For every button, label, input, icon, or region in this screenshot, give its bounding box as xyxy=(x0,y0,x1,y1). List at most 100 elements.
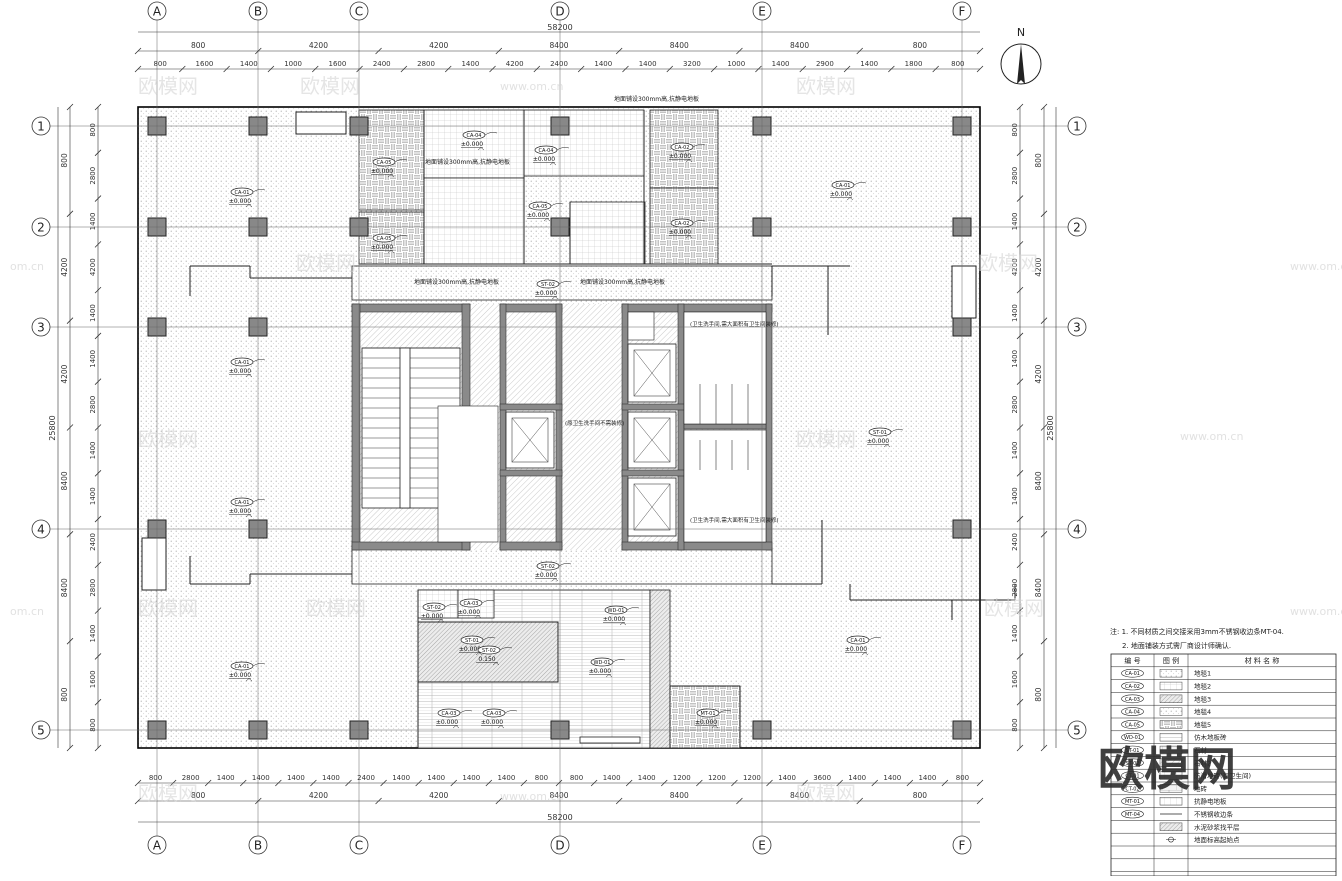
dim-top-major-tick-5 xyxy=(736,47,743,55)
dim-left-minor-tick-1 xyxy=(94,149,102,157)
dim-top-major-tick-7 xyxy=(976,47,984,55)
core-wall-14 xyxy=(499,469,563,477)
dim-left-major-tick-0 xyxy=(66,103,74,111)
dim-top-major-tick-4 xyxy=(615,47,623,55)
dim-right-major-label-2: 4200 xyxy=(1034,364,1043,383)
dim-bottom-minor-label-9: 1400 xyxy=(462,774,480,782)
room-tag-leader-14 xyxy=(890,429,904,433)
dim-right-minor-tick-4 xyxy=(1016,286,1024,294)
dim-bottom-minor-label-7: 1400 xyxy=(392,774,410,782)
room-tag-elev-20: ±0.000 xyxy=(421,613,443,620)
legend-frame xyxy=(1110,653,1337,877)
dim-right-minor-tick-3 xyxy=(1016,241,1024,248)
legend-code-oval-10 xyxy=(1121,796,1144,806)
grid-label-row-2-0: 2 xyxy=(37,221,45,235)
annotation-4: (原卫生洗手间不需装修) xyxy=(565,419,624,427)
legend-name-8: 防滑地砖(有卫生间) xyxy=(1194,771,1251,780)
watermark-cn-10: 欧模网 xyxy=(138,781,198,805)
grid-label-F-0: F xyxy=(959,5,966,19)
dim-bottom-minor-label-15: 1200 xyxy=(673,774,691,782)
dim-right-minor-tick-10 xyxy=(1016,561,1024,569)
room-tag-leader-20 xyxy=(444,604,458,608)
dim-top-minor-label-17: 1800 xyxy=(905,60,923,68)
dim-top-minor-label-5: 2400 xyxy=(373,60,391,68)
room-tag-marker-1 xyxy=(245,374,253,378)
legend-code-oval-9 xyxy=(1121,784,1144,793)
room-tag-elev-0: ±0.000 xyxy=(229,198,251,205)
room-tag-leader-12 xyxy=(692,220,706,224)
legend-header-0: 编 号 xyxy=(1124,656,1140,665)
room-tag-code-10: CA-05 xyxy=(533,204,548,210)
dim-left-major-tick-4 xyxy=(66,531,74,538)
legend-code-oval-7 xyxy=(1121,758,1144,768)
legend-code-oval-4 xyxy=(1121,720,1144,729)
watermark-cn-7: 欧模网 xyxy=(138,596,198,620)
annotation-0: 地面铺设300mm高,抗静电地板 xyxy=(425,158,510,166)
dim-bottom-minor-tick-16 xyxy=(696,779,703,787)
core-wall-0 xyxy=(351,303,471,313)
dim-top-minor-label-0: 800 xyxy=(153,60,166,68)
dim-right-major-tick-4 xyxy=(1040,531,1048,538)
dim-left-minor-label-10: 2800 xyxy=(89,579,97,597)
dim-bottom-minor-label-1: 2800 xyxy=(182,774,200,782)
room-tag-marker-2 xyxy=(245,514,253,518)
dim-left-minor-tick-7 xyxy=(94,424,102,431)
room-tag-code-18: ST-02 xyxy=(541,282,555,288)
dim-right-minor-label-3: 4200 xyxy=(1011,258,1019,276)
room-tag-leader-16 xyxy=(626,607,640,611)
dim-left-minor-tick-13 xyxy=(94,698,102,706)
dim-right-minor-label-2: 1400 xyxy=(1011,213,1019,231)
note-line-2: 2. 地面铺装方式需厂商设计师确认. xyxy=(1122,641,1231,650)
grid-bubble-F-1 xyxy=(952,835,972,855)
grid-label-A-0: A xyxy=(153,5,162,19)
dim-top-minor-label-7: 1400 xyxy=(461,60,479,68)
legend-code-oval-2 xyxy=(1121,694,1144,704)
dim-top-major-tick-2 xyxy=(375,47,382,55)
legend-name-12: 水泥砂浆找平层 xyxy=(1194,822,1240,831)
dim-left-major-tick-1 xyxy=(66,210,74,218)
core-wall-10 xyxy=(765,303,773,551)
lift-inner-2 xyxy=(633,417,671,463)
dim-bottom-minor-tick-23 xyxy=(941,779,949,787)
grid-label-A-1: A xyxy=(153,839,162,853)
dim-bottom-minor-label-8: 1400 xyxy=(427,774,445,782)
room-tag-elev-12: ±0.000 xyxy=(669,229,691,236)
lift-inner-3 xyxy=(633,483,671,531)
legend-name-5: 仿木地板砖 xyxy=(1194,733,1227,742)
grid-label-C-1: C xyxy=(355,839,363,853)
north-arrow: N xyxy=(1000,26,1042,85)
legend-code-11: MT-04 xyxy=(1125,812,1140,818)
dim-bottom-major-tick-0 xyxy=(134,797,142,805)
dim-bottom-minor-label-13: 1400 xyxy=(603,774,621,782)
dim-top-minor-label-2: 1400 xyxy=(240,60,258,68)
legend-name-2: 地毯3 xyxy=(1194,694,1211,703)
dim-bottom-minor-tick-21 xyxy=(871,779,879,787)
dim-left-major-tick-6 xyxy=(66,744,74,752)
room-tag-elev-19: ±0.000 xyxy=(535,572,557,579)
room-tag-elev-4: ±0.000 xyxy=(830,191,852,198)
watermark-cn-6: 欧模网 xyxy=(796,427,856,451)
legend-swatch-9 xyxy=(1159,784,1183,793)
dim-bottom-minor-label-2: 1400 xyxy=(217,774,235,782)
room-tag-marker-18 xyxy=(551,296,559,300)
grid-bubble-row-4-0 xyxy=(31,519,51,539)
dim-bottom-major-label-3: 8400 xyxy=(549,791,568,800)
dim-left-minor-tick-2 xyxy=(94,195,102,202)
dim-bottom-minor-tick-8 xyxy=(415,779,422,787)
legend-code-3: CA-04 xyxy=(1125,710,1140,716)
dim-right-minor-label-11: 1400 xyxy=(1011,625,1019,643)
dim-right-minor-label-9: 2400 xyxy=(1011,533,1019,551)
legend-header-1: 图 例 xyxy=(1163,656,1179,665)
annotations: 地面铺设300mm高,抗静电地板地面铺设300mm高,抗静电地板地面铺设300m… xyxy=(414,95,779,524)
dim-right-minor-label-8: 1400 xyxy=(1011,487,1019,505)
watermark-url-4: www.om.cn xyxy=(1290,605,1342,618)
dim-bottom-minor-label-11: 800 xyxy=(535,774,548,782)
grid-label-B-1: B xyxy=(254,839,262,853)
dim-top-minor-tick-0 xyxy=(134,65,142,73)
room-tag-leader-6 xyxy=(484,132,498,136)
dim-left-minor-label-9: 2400 xyxy=(89,533,97,551)
legend-swatch-1 xyxy=(1159,681,1183,691)
grid-label-F-1: F xyxy=(959,839,966,853)
room-tag-marker-21 xyxy=(474,615,482,619)
